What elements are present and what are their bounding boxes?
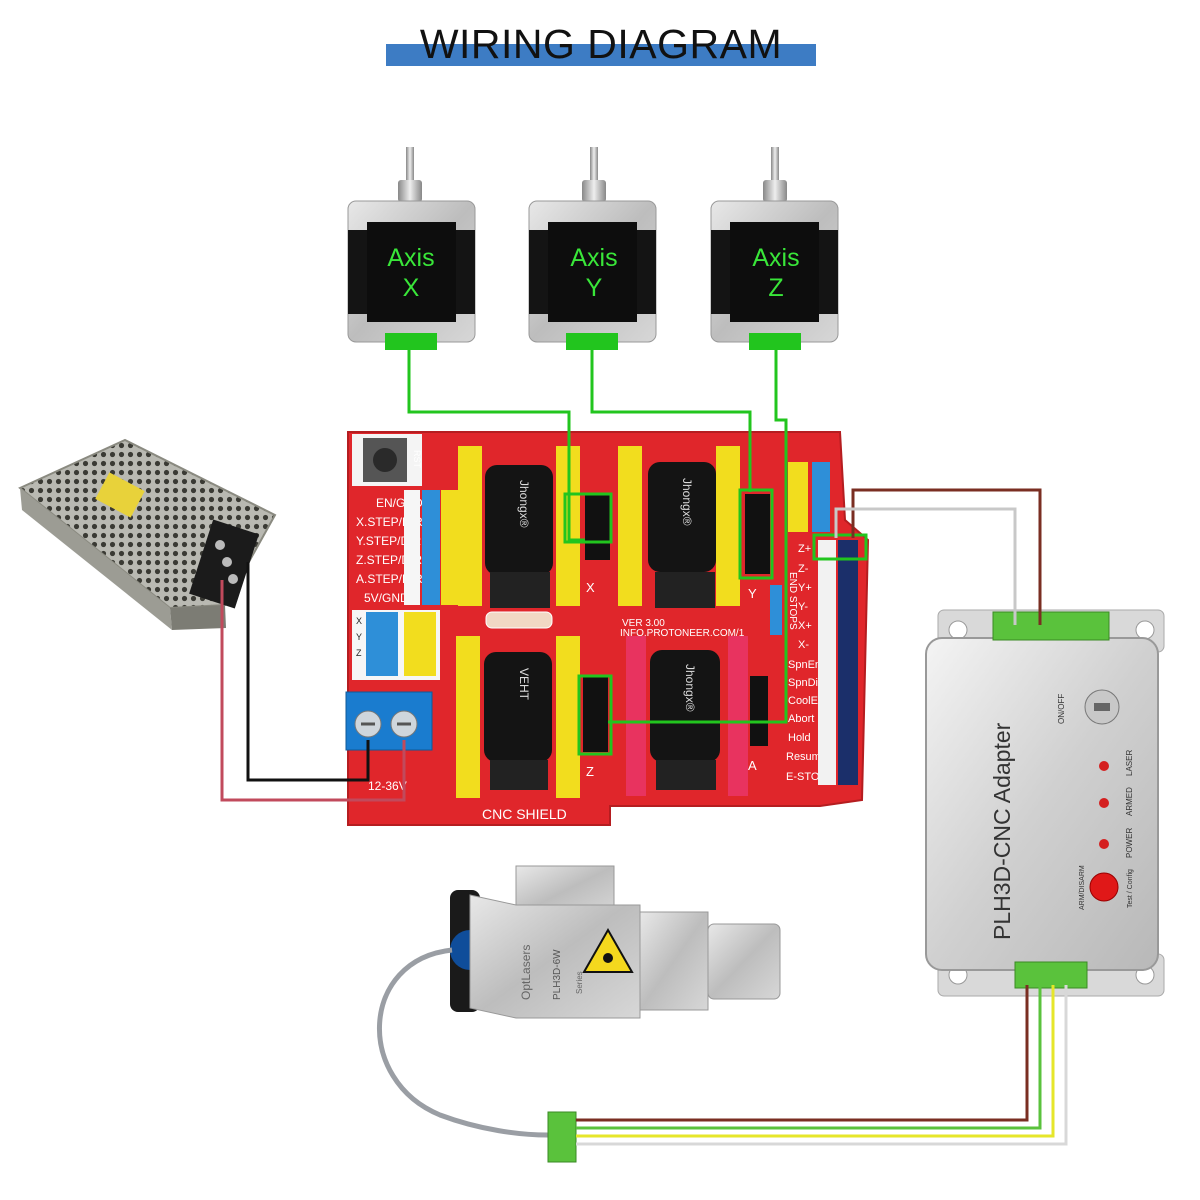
wire-motor-x bbox=[407, 350, 585, 542]
control-pin-resume: Resume bbox=[786, 751, 827, 763]
button-label-test-config: Test / Config bbox=[1127, 869, 1134, 908]
motor-y-label-line2: Y bbox=[586, 274, 603, 302]
led-power bbox=[1099, 839, 1109, 849]
button-label-arm-disarm: ARM/DISARM bbox=[1079, 865, 1086, 910]
laser-cable bbox=[377, 947, 549, 1138]
shield-website: INFO.PROTONEER.COM/1 bbox=[620, 628, 745, 639]
end-stop-pin-x-minus: X- bbox=[798, 639, 809, 651]
led-armed bbox=[1099, 798, 1109, 808]
jumper-label-x: X bbox=[356, 616, 362, 626]
laser-connector bbox=[547, 1111, 577, 1163]
motor-z-label-line2: Z bbox=[768, 274, 783, 302]
control-pin-e-stop: E-STOP bbox=[786, 771, 827, 783]
driver-slot-y-label: Y bbox=[748, 586, 757, 601]
svg-text:Jhongx®: Jhongx® bbox=[683, 664, 697, 712]
motor-z-connector bbox=[749, 333, 801, 350]
pin-label-5v-gnd: 5V/GND bbox=[364, 591, 409, 605]
wire-laser-white bbox=[576, 985, 1068, 1146]
led-label-laser: LASER bbox=[1125, 750, 1134, 776]
shield-power-terminal bbox=[345, 691, 433, 751]
end-stop-pin-z-plus: Z+ bbox=[798, 543, 811, 555]
shield-version: VER 3.00 bbox=[622, 618, 665, 629]
adapter-bottom-terminal bbox=[1014, 961, 1088, 989]
control-pin-spnen: SpnEn bbox=[788, 659, 821, 671]
driver-slot-z-label: Z bbox=[586, 764, 594, 779]
cnc-adapter: PLH3D-CNC Adapter ON/OFF LASER ARMED POW… bbox=[925, 609, 1165, 997]
driver-slot-a-label: A bbox=[748, 758, 757, 773]
capacitor-y: Jhongx® bbox=[648, 462, 716, 572]
driver-slot-y: Jhongx® Y bbox=[618, 446, 770, 608]
driver-slot-z: VEHT Z bbox=[456, 636, 608, 798]
power-input-label: 12-36V bbox=[368, 779, 407, 793]
driver-slot-x-label: X bbox=[586, 580, 595, 595]
svg-text:Jhongx®: Jhongx® bbox=[517, 480, 531, 528]
motor-x-connector bbox=[385, 333, 437, 350]
driver-x-connection-box bbox=[563, 492, 613, 544]
control-pin-hold: Hold bbox=[788, 732, 811, 744]
driver-slot-x: Jhongx® X bbox=[458, 446, 610, 608]
shield-name: CNC SHIELD bbox=[482, 806, 567, 822]
arm-disarm-button[interactable] bbox=[1089, 872, 1119, 902]
end-stop-pin-y-minus: Y- bbox=[798, 601, 808, 613]
led-label-armed: ARMED bbox=[1125, 787, 1134, 816]
motor-y-label-line1: Axis bbox=[570, 244, 617, 272]
key-switch[interactable] bbox=[1084, 689, 1120, 725]
wire-endstop-grey bbox=[834, 507, 1017, 625]
led-label-power: POWER bbox=[1125, 828, 1134, 858]
power-supply bbox=[18, 438, 277, 630]
control-pin-coolen: CoolEn bbox=[788, 695, 824, 707]
wire-motor-z bbox=[608, 350, 788, 724]
laser-brand: OptLasers bbox=[519, 945, 533, 1000]
title-banner: WIRING DIAGRAM bbox=[386, 20, 816, 70]
motor-z-label-line1: Axis bbox=[752, 244, 799, 272]
reset-label: RST bbox=[412, 450, 422, 469]
end-stop-pin-y-plus: Y+ bbox=[798, 582, 812, 594]
wire-laser-green bbox=[576, 985, 1042, 1130]
switch-label: ON/OFF bbox=[1057, 694, 1066, 724]
laser-module: OptLasers PLH3D-6W Series bbox=[450, 865, 781, 1019]
motor-x-label-line2: X bbox=[403, 274, 420, 302]
driver-z-connection-box bbox=[577, 674, 613, 756]
stepper-motor-z: Axis Z bbox=[710, 147, 839, 350]
svg-text:VEHT: VEHT bbox=[517, 668, 531, 701]
driver-y-connection-box bbox=[738, 488, 774, 580]
wire-laser-yellow bbox=[576, 985, 1055, 1138]
diagram-title: WIRING DIAGRAM bbox=[419, 21, 783, 67]
wires bbox=[220, 350, 1068, 1146]
jumper-label-z: Z bbox=[356, 648, 362, 658]
laser-series: Series bbox=[575, 971, 584, 994]
jumper-label-y: Y bbox=[356, 632, 362, 642]
laser-model: PLH3D-6W bbox=[552, 949, 563, 1000]
left-header bbox=[404, 490, 459, 605]
end-stop-pin-x-plus: X+ bbox=[798, 620, 812, 632]
cnc-shield-board: RST EN/GND X.STEP/DIR Y.STEP/DIR Z.STEP/… bbox=[345, 431, 870, 826]
end-stop-pin-z-minus: Z- bbox=[798, 563, 809, 575]
title-underline-bar bbox=[386, 44, 816, 66]
capacitor-z: VEHT bbox=[484, 652, 552, 762]
stepper-motor-y: Axis Y bbox=[528, 147, 657, 350]
motor-x-label-line1: Axis bbox=[387, 244, 434, 272]
wire-laser-brown bbox=[576, 985, 1029, 1122]
psu-terminal-block bbox=[189, 519, 259, 609]
wire-power-red bbox=[220, 580, 406, 802]
laser-warning-icon bbox=[582, 927, 634, 973]
wire-endstop-brown bbox=[851, 488, 1042, 625]
end-stops-label: END STOPS bbox=[787, 572, 798, 630]
wire-motor-y bbox=[590, 350, 752, 492]
capacitor-x: Jhongx® bbox=[485, 465, 553, 575]
stepper-motor-x: Axis X bbox=[347, 147, 476, 350]
wire-power-black bbox=[246, 562, 370, 782]
motor-y-connector bbox=[566, 333, 618, 350]
end-stop-connection-box bbox=[812, 533, 868, 561]
control-pin-abort: Abort bbox=[788, 713, 814, 725]
adapter-name: PLH3D-CNC Adapter bbox=[989, 722, 1015, 940]
adapter-top-terminal bbox=[992, 611, 1110, 641]
control-pin-spndir: SpnDir bbox=[788, 677, 822, 689]
capacitor-a: Jhongx® bbox=[650, 650, 720, 762]
driver-slot-a: Jhongx® A bbox=[626, 636, 768, 796]
svg-text:Jhongx®: Jhongx® bbox=[680, 478, 694, 526]
led-laser bbox=[1099, 761, 1109, 771]
